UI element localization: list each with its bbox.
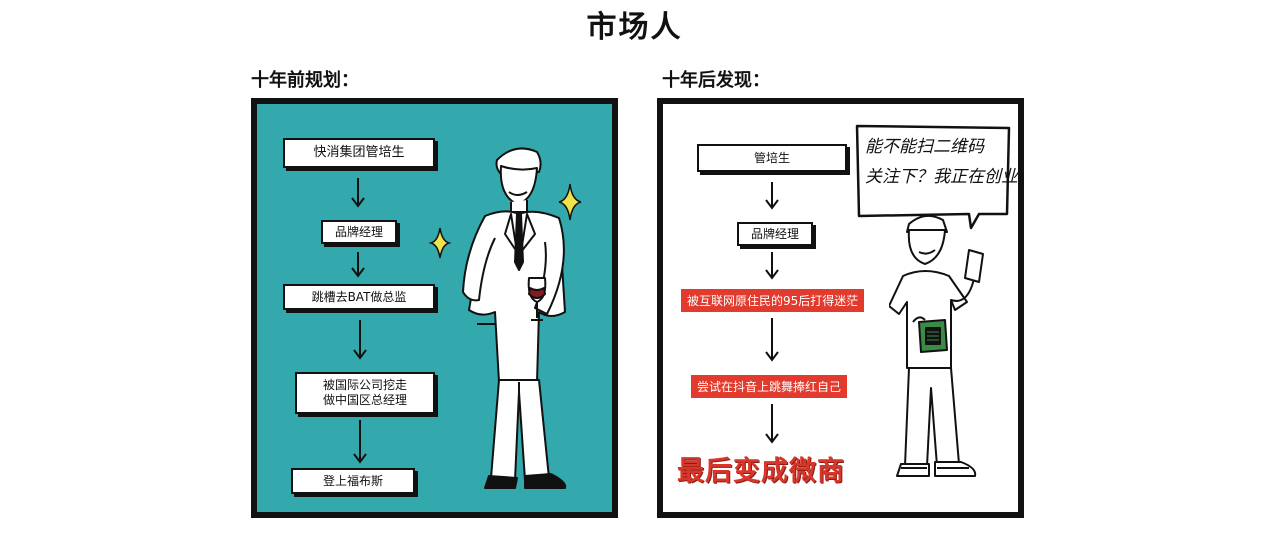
- flow-step-4: 尝试在抖音上跳舞捧红自己: [691, 375, 848, 398]
- speech-line-1: 能不能扫二维码: [865, 137, 984, 157]
- flow-step-2: 品牌经理: [321, 220, 397, 244]
- flow-step-3: 跳槽去BAT做总监: [283, 284, 435, 310]
- left-heading: 十年前规划：: [251, 70, 359, 91]
- down-arrow-icon: [765, 182, 779, 210]
- down-arrow-icon: [765, 252, 779, 280]
- ten-years-ago-panel: 快消集团管培生 品牌经理 跳槽去BAT做总监 被国际公司挖走 做中国区总经理 登…: [251, 98, 618, 518]
- speech-bubble-text: 能不能扫二维码 关注下？我正在创业: [865, 132, 1018, 192]
- flow-step-2: 品牌经理: [737, 222, 813, 246]
- page-title: 市场人: [586, 10, 683, 45]
- down-arrow-icon: [765, 404, 779, 444]
- down-arrow-icon: [351, 178, 365, 208]
- down-arrow-icon: [353, 320, 367, 360]
- flow-step-3: 被互联网原住民的95后打得迷茫: [681, 289, 865, 312]
- down-arrow-icon: [353, 420, 367, 464]
- speech-bubble: [855, 124, 1011, 230]
- flow-step-1: 快消集团管培生: [283, 138, 435, 168]
- down-arrow-icon: [765, 318, 779, 362]
- man-in-suit-illustration: [462, 147, 567, 489]
- final-outcome: 最后变成微商: [677, 456, 845, 487]
- right-heading: 十年后发现：: [662, 70, 770, 91]
- sparkle-icon: [558, 183, 582, 221]
- ten-years-later-panel: 管培生 品牌经理 被互联网原住民的95后打得迷茫 尝试在抖音上跳舞捧红自己 最后…: [657, 98, 1024, 518]
- down-arrow-icon: [351, 252, 365, 278]
- sparkle-icon: [429, 227, 451, 259]
- flow-step-4: 被国际公司挖走 做中国区总经理: [295, 372, 435, 414]
- man-with-qr-code-illustration: [889, 214, 984, 477]
- speech-line-2: 关注下？我正在创业: [865, 167, 1018, 187]
- flow-step-1: 管培生: [697, 144, 847, 172]
- flow-step-5: 登上福布斯: [291, 468, 415, 494]
